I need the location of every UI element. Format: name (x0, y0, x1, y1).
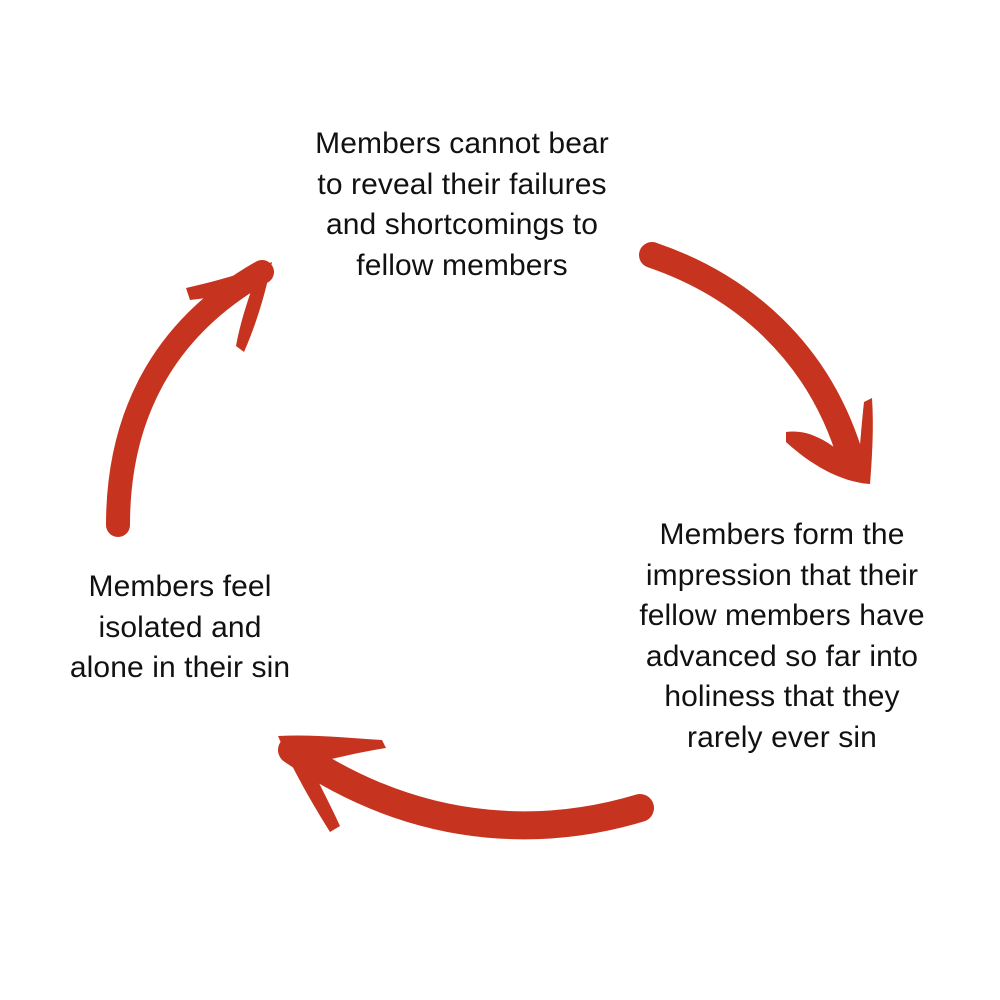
node-text-line: impression that their (645, 558, 919, 592)
node-text-line: fellow members have (639, 599, 925, 632)
arrow-right-to-left (278, 735, 654, 840)
arrow-left-to-top-head (186, 262, 272, 352)
cycle-node-right: Members form the impression that their f… (582, 515, 982, 758)
arrow-top-to-right-shaft (639, 242, 865, 475)
arrow-top-to-right (639, 242, 873, 484)
arrow-left-to-top (106, 260, 274, 537)
node-text-line: holiness that they (664, 680, 900, 713)
arrow-top-to-right-head (786, 398, 873, 484)
node-text-line: isolated and (98, 610, 262, 644)
node-text-line: to reveal their failures (317, 167, 607, 201)
node-text-line: Members form the (659, 518, 905, 551)
node-text-line: Members feel (88, 570, 272, 603)
arrow-left-to-top-shaft (106, 260, 274, 537)
node-text-line: alone in their sin (69, 651, 291, 684)
node-text-line: Members cannot bear (315, 127, 609, 160)
cycle-node-top: Members cannot bear to reveal their fail… (262, 124, 662, 286)
arrow-right-to-left-shaft (278, 736, 654, 840)
node-text-line: rarely ever sin (687, 720, 877, 754)
cycle-node-left: Members feel isolated and alone in their… (20, 567, 340, 689)
node-text-line: advanced so far into (645, 639, 919, 673)
node-text-line: and shortcomings to (325, 208, 599, 241)
arrow-right-to-left-head (278, 735, 386, 832)
node-text-line: fellow members (356, 248, 568, 282)
